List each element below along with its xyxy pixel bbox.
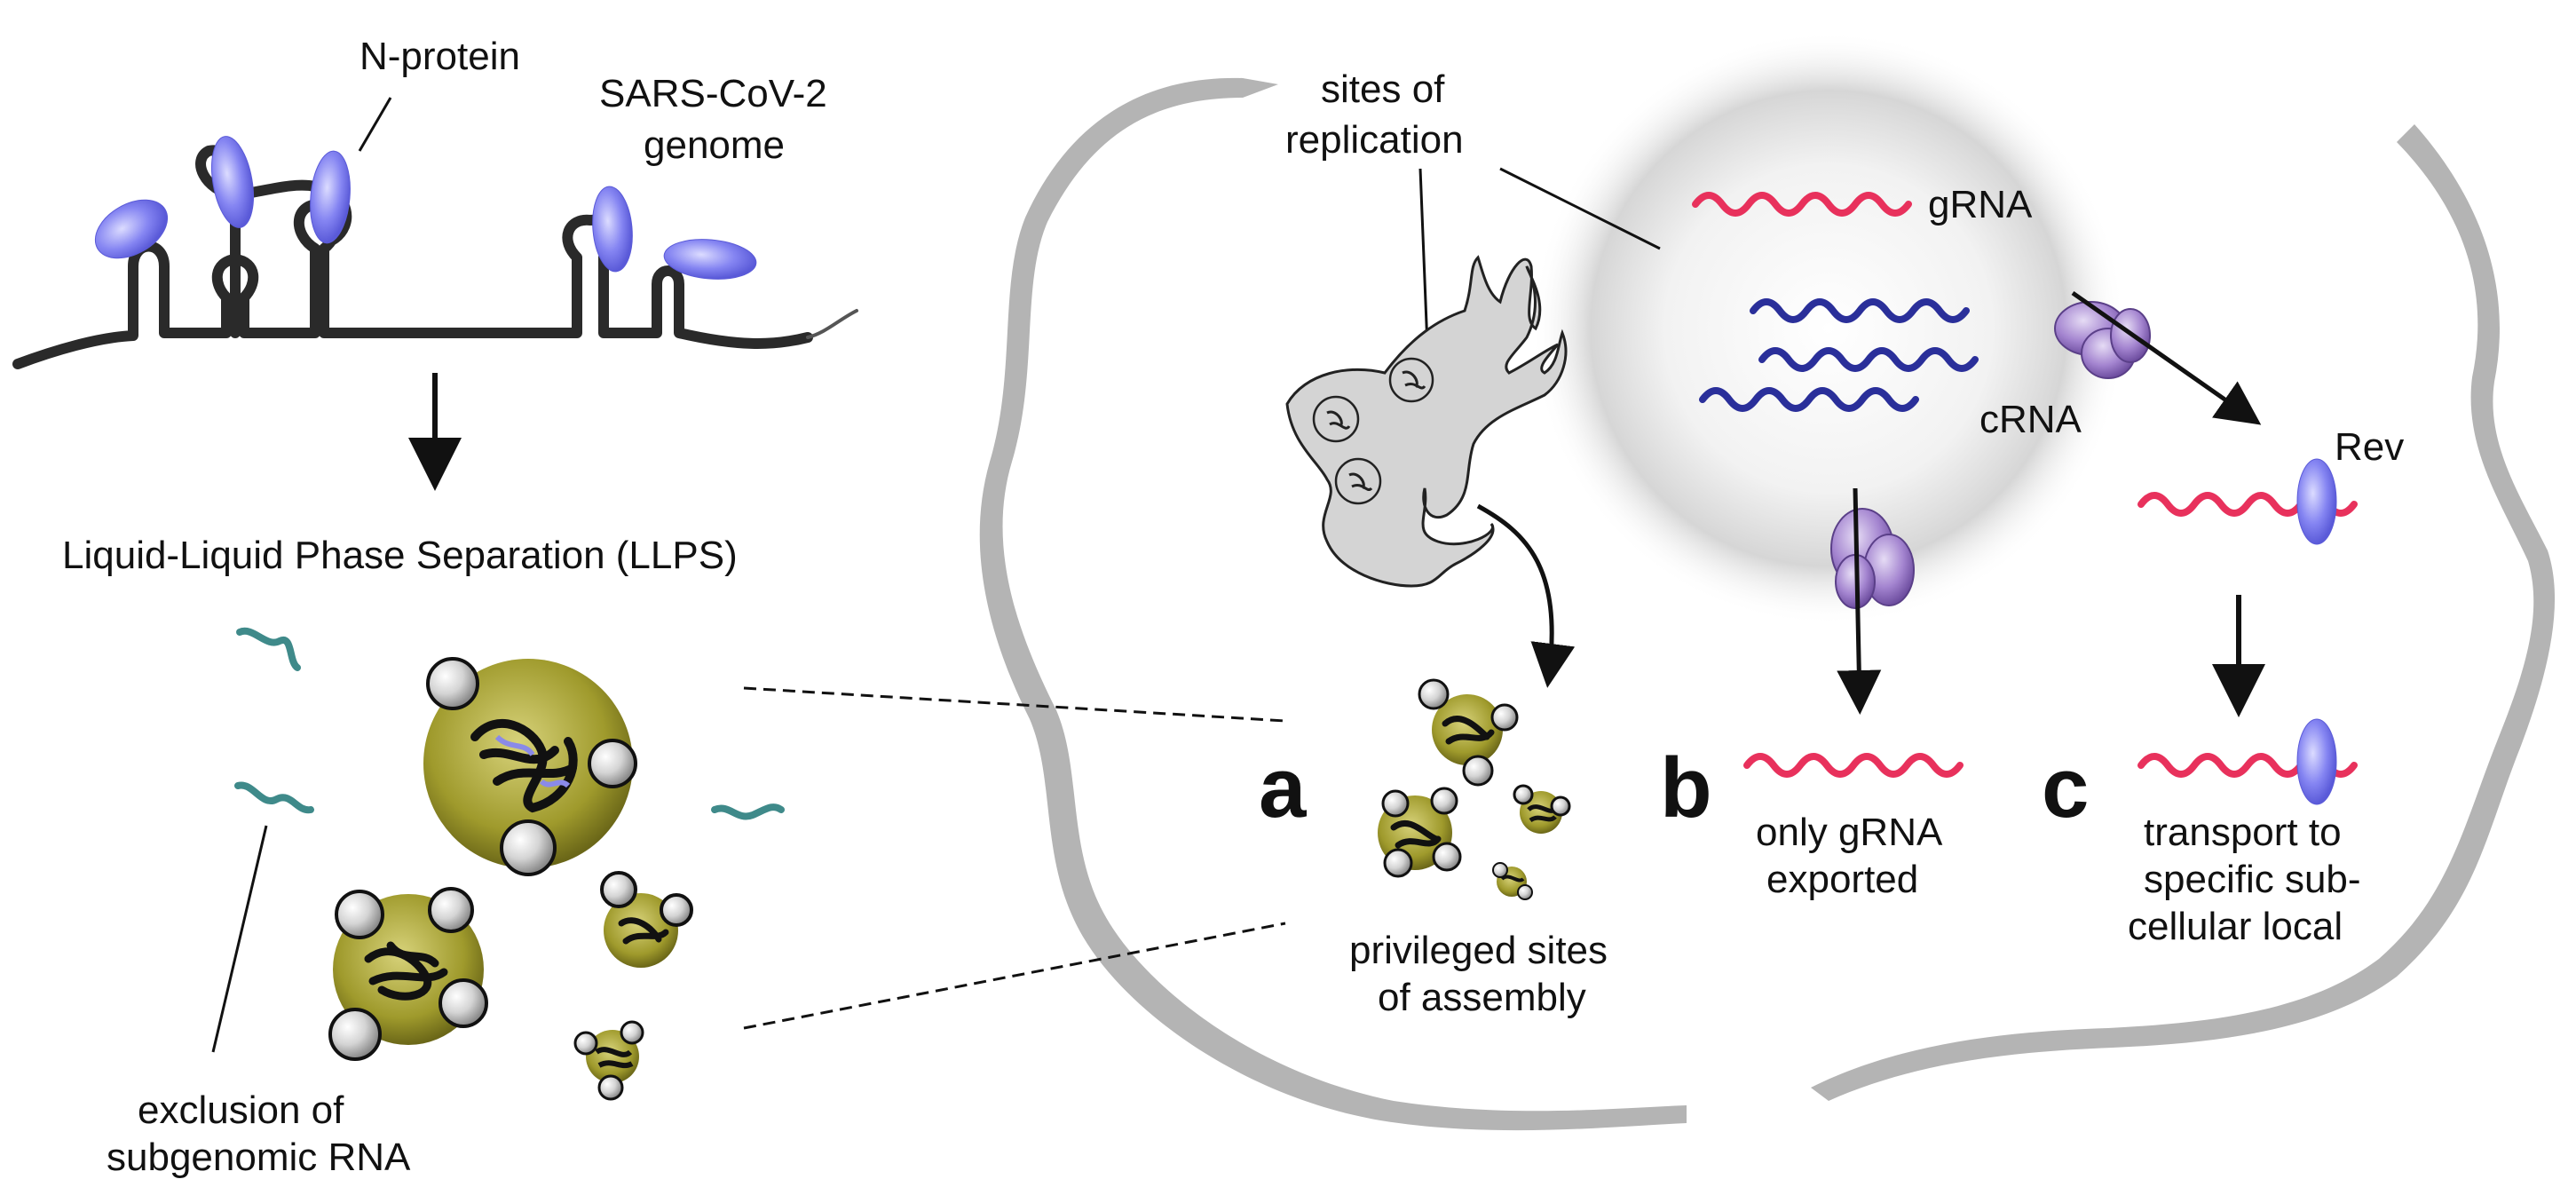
panel-c-label: c	[2042, 740, 2089, 835]
llps-droplets	[328, 657, 693, 1101]
genome-label-line1: SARS-CoV-2	[599, 72, 827, 115]
exclusion-label-line1: exclusion of	[138, 1088, 344, 1132]
droplet-icon	[1378, 787, 1462, 878]
rev-label: Rev	[2335, 425, 2404, 469]
nucleus-icon	[1531, 31, 2126, 626]
n-protein-group	[94, 136, 757, 280]
assembly-label-line1: privileged sites	[1349, 929, 1608, 972]
exported-label-line2: exported	[1766, 858, 1918, 901]
endoplasmic-reticulum-icon	[1285, 255, 1568, 588]
exclusion-label-line2: subgenomic RNA	[107, 1136, 411, 1179]
rna-strand-icon	[1750, 298, 1970, 323]
n-protein-icon	[94, 199, 169, 259]
rna-strand-icon	[1692, 192, 1912, 217]
exclusion-pointer	[211, 825, 268, 1053]
grna-strand-nucleus	[1692, 192, 1912, 217]
replication-pointer-nucleus	[1499, 167, 1661, 250]
genome-label-line2: genome	[644, 123, 785, 167]
rev-protein-icon	[2296, 458, 2337, 545]
droplet-icon	[1513, 784, 1571, 834]
llps-label: Liquid-Liquid Phase Separation (LLPS)	[62, 534, 738, 577]
droplet-icon	[328, 887, 488, 1061]
replication-pointer-er	[1418, 168, 1429, 347]
assembly-droplets	[1378, 678, 1571, 900]
ribosome-to-rev-arrow-icon	[2071, 290, 2262, 425]
cell-wall-left	[979, 77, 1687, 1131]
zoom-line-bottom	[743, 922, 1286, 1030]
crna-label: cRNA	[1979, 398, 2082, 441]
assembly-label-line2: of assembly	[1378, 976, 1586, 1019]
n-protein-icon	[592, 186, 633, 273]
n-protein-icon	[310, 150, 351, 244]
rna-strand-icon	[236, 627, 301, 671]
panel-a-label: a	[1259, 740, 1307, 835]
crna-strands	[1699, 298, 1979, 412]
n-protein-pointer	[358, 97, 392, 152]
rna-strand-icon	[1758, 347, 1979, 372]
cell-membrane	[979, 77, 2556, 1131]
er-to-assembly-arrow-icon	[1476, 503, 1576, 688]
exported-grna-strand	[1743, 753, 1964, 778]
ribosome-icon	[1830, 508, 1915, 609]
panel-b-label: b	[1660, 740, 1712, 835]
rna-strand-icon	[711, 803, 785, 820]
exported-label-line1: only gRNA	[1756, 811, 1943, 854]
n-protein-icon	[211, 136, 254, 228]
replication-label-line2: replication	[1285, 118, 1464, 162]
transport-label-line3: cellular local	[2128, 905, 2343, 948]
rna-strand-icon	[1699, 387, 1919, 412]
export-arrow-icon	[1837, 487, 1882, 715]
zoom-line-top	[743, 686, 1286, 723]
rna-strand-icon	[234, 781, 314, 814]
droplet-icon	[1418, 678, 1519, 787]
grna-label: gRNA	[1928, 183, 2033, 226]
transport-label-line1: transport to	[2144, 811, 2342, 854]
droplet-icon	[573, 1020, 644, 1101]
transport-label-line2: specific sub-	[2144, 858, 2361, 901]
n-protein-label: N-protein	[360, 35, 520, 78]
subgenomic-rna-group	[234, 627, 785, 820]
n-protein-icon	[663, 239, 757, 280]
rev-protein-icon	[2296, 718, 2337, 805]
replication-label-line1: sites of	[1321, 67, 1445, 111]
droplet-icon	[423, 657, 637, 876]
droplet-icon	[600, 871, 693, 968]
droplet-icon	[1492, 862, 1533, 900]
genome-tail	[806, 309, 858, 339]
